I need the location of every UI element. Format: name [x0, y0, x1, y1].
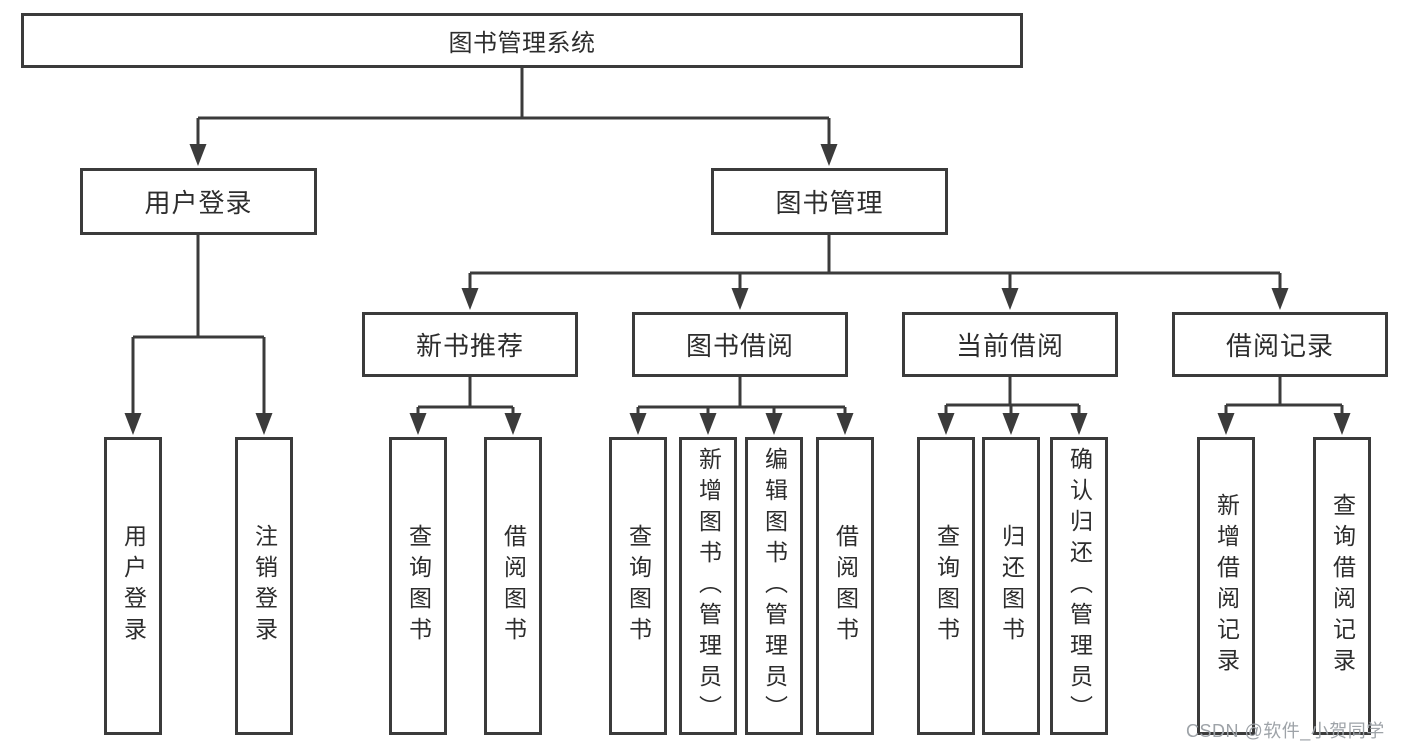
- node-label: 查询借阅记录: [1329, 493, 1356, 679]
- node-cb-return-book: 归还图书: [982, 437, 1040, 735]
- node-label: 借阅图书: [832, 524, 859, 648]
- node-label: 新书推荐: [415, 331, 524, 361]
- node-user-login-action: 用户登录: [104, 437, 162, 735]
- node-label: 图书借阅: [685, 331, 794, 361]
- node-new-book-rec: 新书推荐: [362, 312, 578, 377]
- node-book-mgmt: 图书管理: [711, 168, 948, 235]
- node-bb-add-book: 新增图书（管理员）: [679, 437, 737, 735]
- watermark: CSDN @软件_小贺同学: [1186, 721, 1385, 741]
- node-bb-borrow-book: 借阅图书: [816, 437, 874, 735]
- node-label: 图书管理系统: [448, 30, 596, 57]
- node-label: 归还图书: [998, 524, 1025, 648]
- node-label: 确认归还（管理员）: [1066, 446, 1093, 726]
- node-label: 借阅图书: [500, 524, 527, 648]
- node-logout-action: 注销登录: [235, 437, 293, 735]
- node-book-borrow: 图书借阅: [632, 312, 848, 377]
- node-label: 当前借阅: [955, 331, 1064, 361]
- node-bb-edit-book: 编辑图书（管理员）: [745, 437, 803, 735]
- node-label: 查询图书: [405, 524, 432, 648]
- node-label: 用户登录: [120, 524, 147, 648]
- node-br-query-record: 查询借阅记录: [1313, 437, 1371, 735]
- node-label: 用户登录: [144, 188, 253, 218]
- node-current-borrow: 当前借阅: [902, 312, 1118, 377]
- node-label: 查询图书: [625, 524, 652, 648]
- node-nbr-query-book: 查询图书: [389, 437, 447, 735]
- node-label: 借阅记录: [1225, 331, 1334, 361]
- node-label: 新增借阅记录: [1213, 493, 1240, 679]
- node-borrow-records: 借阅记录: [1172, 312, 1388, 377]
- node-nbr-borrow-book: 借阅图书: [484, 437, 542, 735]
- node-cb-confirm-return: 确认归还（管理员）: [1050, 437, 1108, 735]
- node-label: 图书管理: [775, 188, 884, 218]
- node-label: 注销登录: [251, 524, 278, 648]
- node-cb-query-book: 查询图书: [917, 437, 975, 735]
- node-label: 查询图书: [933, 524, 960, 648]
- node-label: 编辑图书（管理员）: [761, 446, 788, 726]
- node-br-add-record: 新增借阅记录: [1197, 437, 1255, 735]
- node-bb-query-book: 查询图书: [609, 437, 667, 735]
- node-label: 新增图书（管理员）: [695, 446, 722, 726]
- node-user-login: 用户登录: [80, 168, 317, 235]
- node-root: 图书管理系统: [21, 13, 1023, 68]
